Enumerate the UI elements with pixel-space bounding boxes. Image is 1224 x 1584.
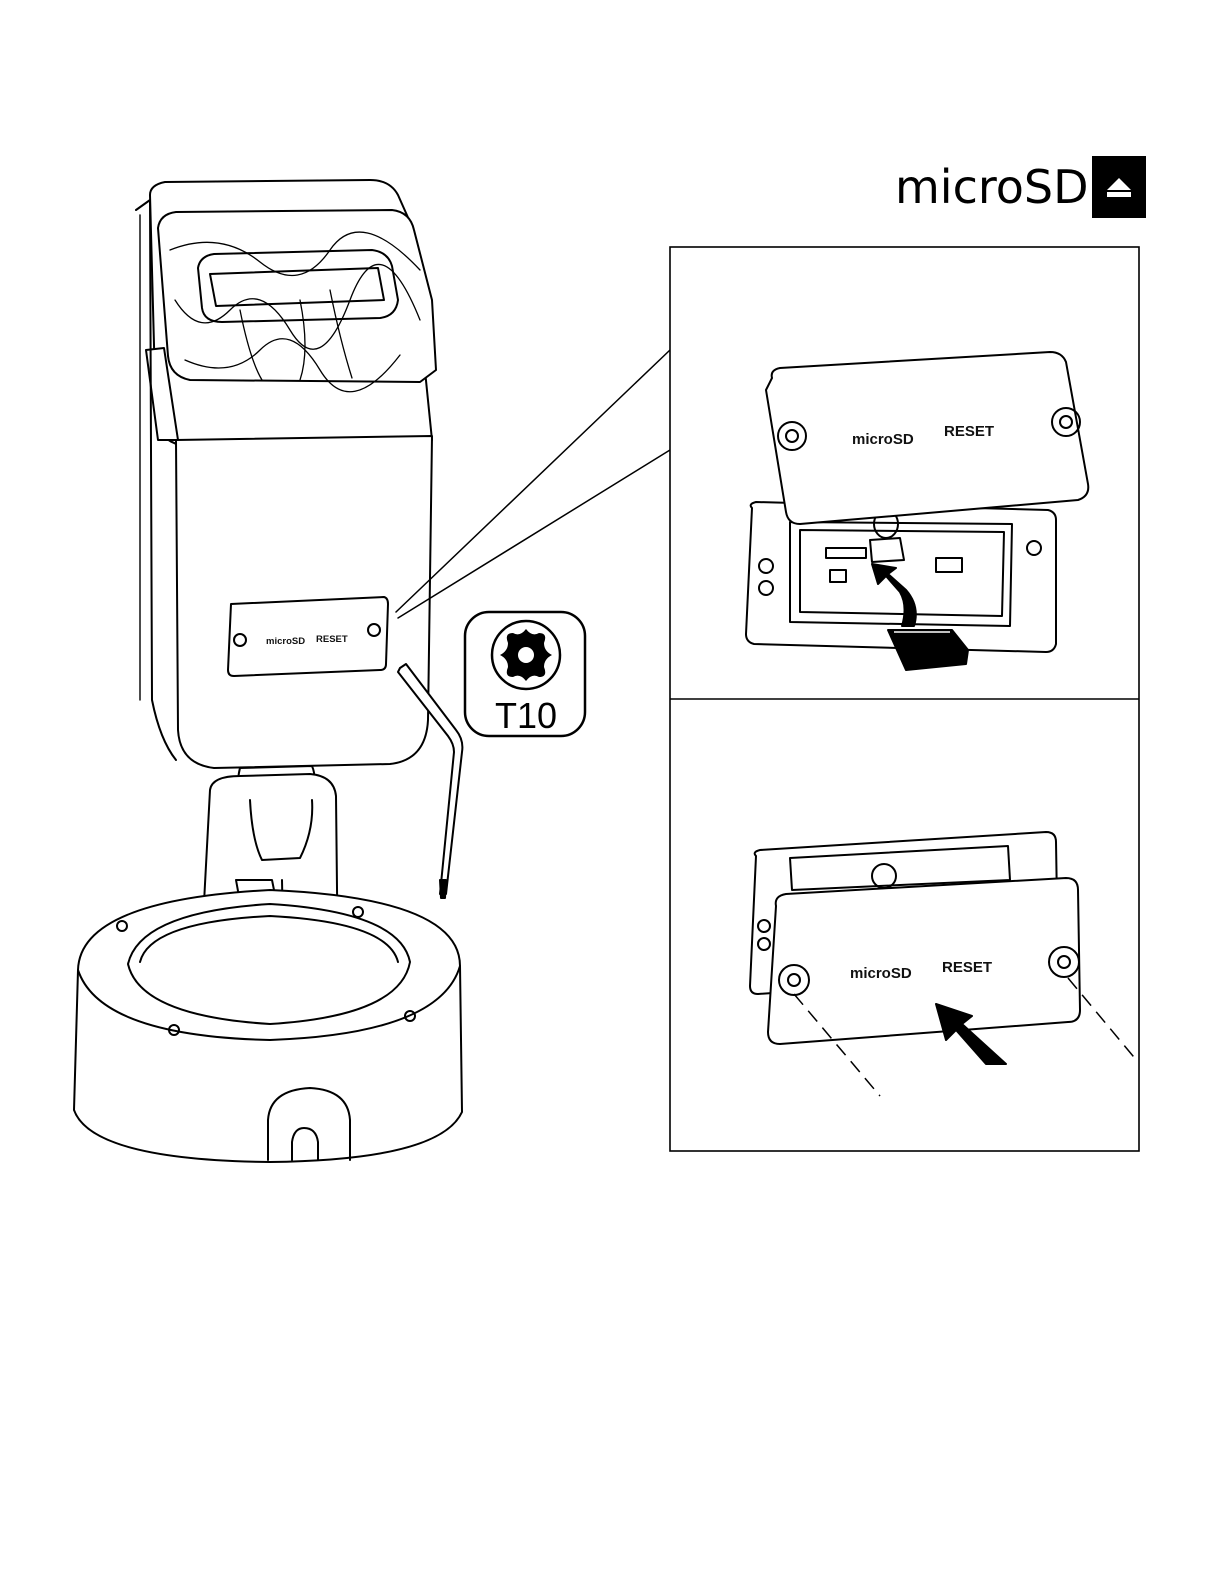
top-panel-label-microsd: microSD: [852, 431, 914, 448]
bottom-panel-label-microsd: microSD: [850, 965, 912, 982]
top-panel-label-reset: RESET: [944, 423, 994, 440]
torx-size-label: T10: [495, 695, 557, 736]
torx-star-icon: [500, 629, 552, 681]
callout-line-top: [396, 350, 670, 612]
camera-cover-label-microsd: microSD: [266, 636, 305, 647]
camera-cover-label-reset: RESET: [316, 634, 348, 645]
t10-badge: T10: [465, 612, 585, 736]
panel-top-open-cover: microSD RESET: [746, 352, 1088, 670]
callout-line-bottom: [398, 450, 670, 618]
bottom-panel-label-reset: RESET: [942, 959, 992, 976]
